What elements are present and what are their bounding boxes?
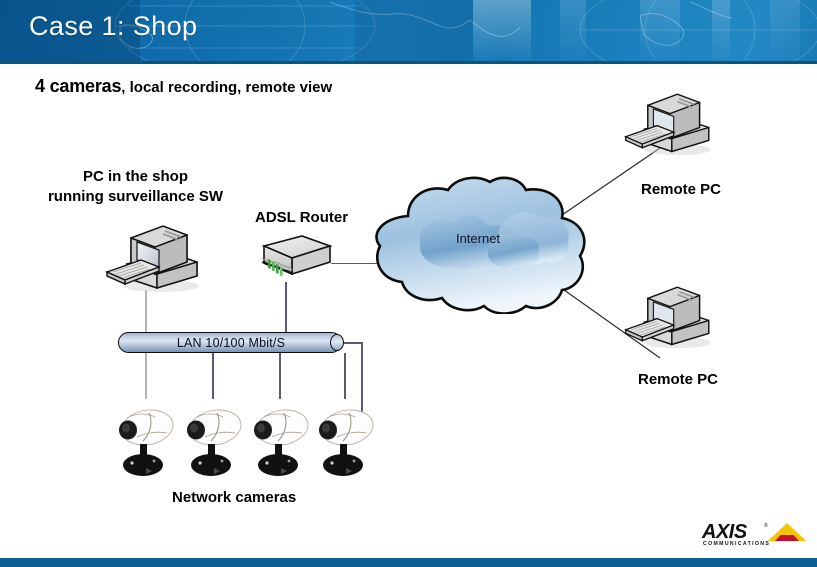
axis-tagline: COMMUNICATIONS <box>703 541 771 547</box>
network-camera-1 <box>119 409 174 476</box>
router-led-group <box>268 259 283 277</box>
remote-pc-top-icon <box>623 93 711 156</box>
page-title: Case 1: Shop <box>29 11 198 41</box>
adsl-router-icon <box>261 235 333 277</box>
label-shop-pc: PC in the shop running surveillance SW <box>18 167 253 207</box>
slide-header: Case 1: Shop <box>0 0 817 61</box>
lan-bar-end-connector <box>330 334 344 351</box>
label-shop-pc-line1: PC in the shop <box>83 168 188 185</box>
axis-trademark: ® <box>764 523 768 529</box>
axis-triangle-icon <box>768 523 806 541</box>
label-remote-pc-top: Remote PC <box>641 181 722 198</box>
globe-background-pattern <box>114 0 817 61</box>
axis-logo: AXIS ® COMMUNICATIONS <box>702 521 806 549</box>
subtitle-rest: , local recording, remote view <box>121 79 333 96</box>
wire-router-to-lan <box>285 282 287 333</box>
remote-pc-bottom-icon <box>623 286 711 349</box>
label-shop-pc-line2: running surveillance SW <box>47 188 224 205</box>
label-adsl-router: ADSL Router <box>255 209 349 226</box>
internet-cloud: Internet <box>375 176 586 314</box>
subtitle-emphasis: 4 cameras <box>35 76 122 96</box>
slide-subtitle: 4 cameras, local recording, remote view <box>35 76 332 97</box>
wire-lan-to-camera-1 <box>145 353 147 399</box>
wire-pc-to-lan <box>145 290 147 333</box>
network-camera-2 <box>187 409 242 476</box>
label-remote-pc-bottom: Remote PC <box>638 371 719 388</box>
label-network-cameras: Network cameras <box>172 489 297 506</box>
axis-wordmark: AXIS <box>702 521 747 543</box>
lan-bar: LAN 10/100 Mbit/S <box>118 332 342 353</box>
shop-pc-icon <box>105 225 199 292</box>
wire-lan-to-camera-2 <box>212 353 214 399</box>
wire-lan-right-elbow-v <box>361 342 363 414</box>
network-camera-4 <box>319 409 374 476</box>
wire-router-to-cloud <box>331 263 393 265</box>
wire-lan-to-camera-3 <box>279 353 281 399</box>
header-divider <box>0 61 817 64</box>
network-camera-3 <box>254 409 309 476</box>
lan-bar-label: LAN 10/100 Mbit/S <box>176 336 286 350</box>
wire-lan-right-elbow-h <box>344 342 363 344</box>
wire-cloud-to-remote-pc-bottom <box>549 279 661 359</box>
cloud-label: Internet <box>456 231 500 246</box>
wire-lan-to-camera-4 <box>344 353 346 399</box>
slide-footer-bar <box>0 558 817 567</box>
